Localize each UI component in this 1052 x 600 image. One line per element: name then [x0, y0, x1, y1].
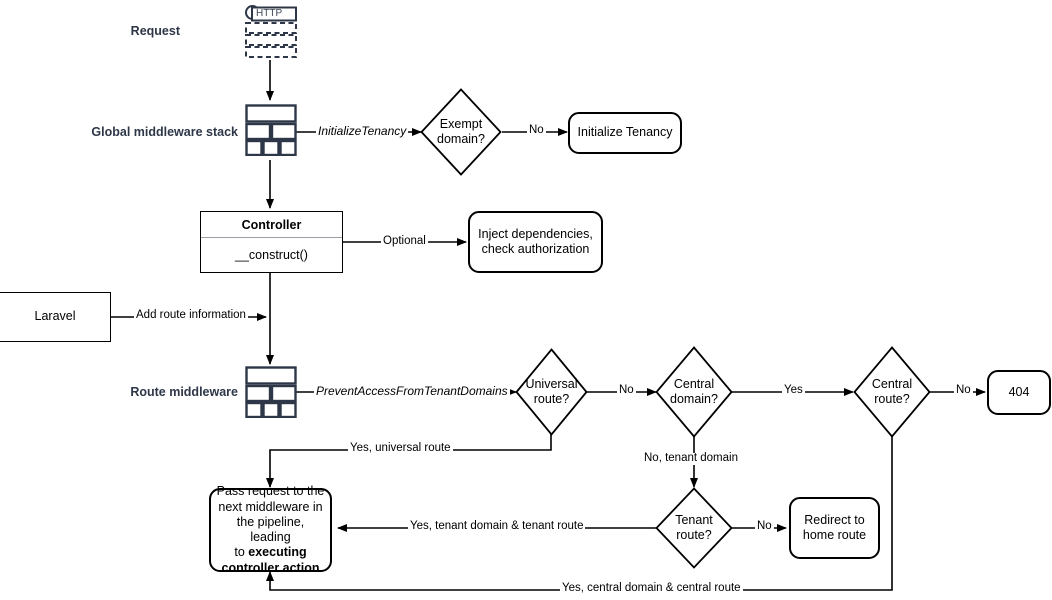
edge-label-initialize-tenancy: InitializeTenancy	[316, 124, 409, 138]
decision-tenant-route: Tenant route?	[655, 487, 733, 569]
node-pass-request-line-1: Pass request to the	[216, 484, 325, 499]
edge-label-universal-no: No	[617, 384, 636, 397]
edge-label-yes-universal-route: Yes, universal route	[348, 442, 453, 455]
node-initialize-tenancy-text: Initialize Tenancy	[577, 125, 673, 140]
decision-tenant-route-text: Tenant route?	[675, 512, 713, 542]
node-initialize-tenancy[interactable]: Initialize Tenancy	[568, 112, 682, 154]
edge-label-yes-central-domain-central-route: Yes, central domain & central route	[560, 582, 743, 595]
decision-central-domain-text: Central domain?	[670, 376, 718, 406]
node-laravel[interactable]: Laravel	[0, 292, 111, 342]
node-redirect-home[interactable]: Redirect to home route	[789, 497, 880, 559]
request-label: Request	[130, 24, 180, 38]
edge-label-central-domain-yes: Yes	[782, 384, 805, 397]
decision-exempt-domain-text: Exempt domain?	[437, 116, 485, 146]
edge-label-central-route-no: No	[954, 384, 973, 397]
decision-central-route-text: Central route?	[871, 376, 913, 406]
decision-exempt-domain: Exempt domain?	[420, 88, 502, 176]
node-pass-request-line-3: the pipeline, leading	[236, 514, 305, 544]
route-middleware-stack-icon	[245, 366, 297, 419]
edge-label-prevent-access: PreventAccessFromTenantDomains	[314, 384, 510, 398]
node-controller-title: Controller	[201, 212, 342, 238]
http-badge-text: HTTP	[256, 8, 283, 19]
edge-label-add-route-information: Add route information	[134, 309, 248, 322]
route-middleware-label: Route middleware	[130, 385, 238, 399]
global-middleware-stack-label: Global middleware stack	[91, 125, 238, 139]
node-controller[interactable]: Controller __construct()	[200, 211, 343, 273]
node-404[interactable]: 404	[987, 370, 1051, 415]
edge-label-optional: Optional	[381, 235, 428, 248]
decision-central-route: Central route?	[853, 346, 931, 438]
edge-label-tenant-route-no: No	[755, 520, 774, 533]
edge-label-no-tenant-domain: No, tenant domain	[642, 452, 740, 465]
node-pass-request-to: to	[234, 545, 249, 560]
node-inject-dependencies-text: Inject dependencies, check authorization	[478, 226, 593, 256]
http-request-icon: HTTP	[244, 4, 298, 60]
node-laravel-text: Laravel	[34, 309, 76, 324]
node-pass-request[interactable]: Pass request to the next middleware in t…	[209, 484, 332, 575]
middleware-stack-icon	[245, 104, 297, 157]
edge-label-exempt-no: No	[527, 124, 546, 137]
decision-central-domain: Central domain?	[655, 346, 733, 438]
node-pass-request-bold-2: controller action	[221, 560, 320, 575]
node-redirect-home-text: Redirect to home route	[802, 512, 867, 542]
node-controller-method: __construct()	[235, 248, 308, 262]
node-inject-dependencies[interactable]: Inject dependencies, check authorization	[468, 211, 603, 273]
node-pass-request-line-2: next middleware in	[218, 499, 323, 514]
edge-label-yes-tenant-domain-tenant-route: Yes, tenant domain & tenant route	[408, 520, 586, 533]
node-pass-request-bold-1: executing	[248, 545, 307, 560]
decision-universal-route: Universal route?	[515, 348, 588, 436]
decision-universal-route-text: Universal route?	[525, 376, 578, 406]
node-pass-request-line-4: to executing	[234, 545, 306, 560]
node-404-text: 404	[1008, 384, 1030, 399]
